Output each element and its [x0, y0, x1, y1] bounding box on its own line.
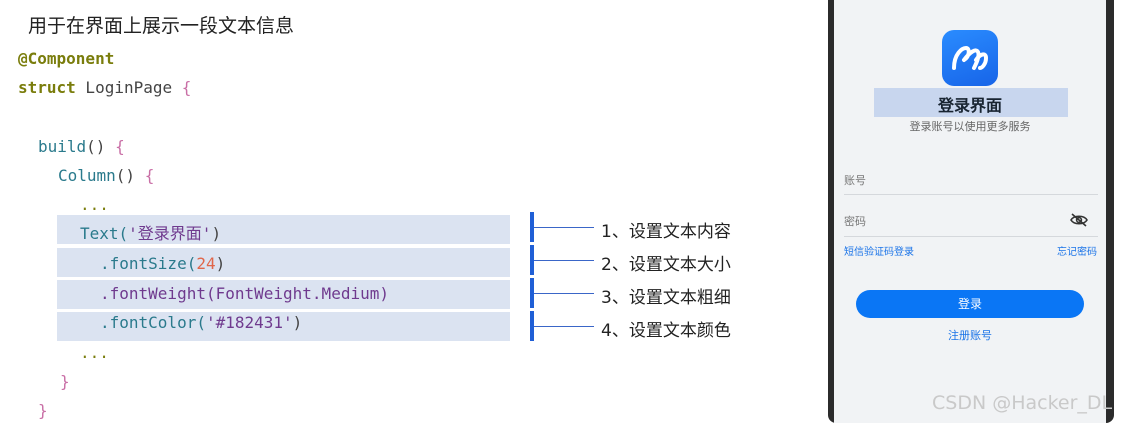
code-line-fontsize: .fontSize(24) — [100, 254, 226, 273]
register-link[interactable]: 注册账号 — [948, 329, 992, 342]
annotation-connector-2 — [534, 260, 594, 261]
code-line-fontweight: .fontWeight(FontWeight.Medium) — [100, 284, 389, 303]
annotation-connector-1 — [534, 227, 594, 228]
annotation-text-color: 4、设置文本颜色 — [601, 321, 731, 341]
hide-password-icon[interactable] — [1070, 212, 1088, 231]
code-line-decorator: @Component — [18, 49, 115, 68]
annotation-text-content: 1、设置文本内容 — [601, 222, 731, 242]
password-field[interactable]: 密码 — [844, 215, 866, 228]
code-line-text: Text('登录界面') — [80, 224, 222, 243]
highlight-text-line — [57, 215, 510, 244]
highlight-fontweight-line — [57, 280, 510, 309]
login-button[interactable]: 登录 — [856, 290, 1084, 318]
code-line-close-column: } — [60, 372, 70, 391]
annotation-text-size: 2、设置文本大小 — [601, 255, 731, 275]
login-subtitle: 登录账号以使用更多服务 — [909, 120, 1031, 133]
sms-login-link[interactable]: 短信验证码登录 — [844, 247, 914, 258]
account-field[interactable]: 账号 — [844, 174, 866, 187]
annotation-bar-2 — [530, 245, 534, 275]
password-field-underline — [844, 236, 1098, 237]
code-line-dots-top: ... — [80, 195, 109, 214]
watermark: CSDN @Hacker_DL — [932, 392, 1113, 414]
phone-screen: 登录界面 登录账号以使用更多服务 账号 密码 短信验证码登录 忘记密码 登录 注… — [834, 0, 1106, 423]
annotation-connector-3 — [534, 293, 594, 294]
code-line-fontcolor: .fontColor('#182431') — [100, 313, 303, 332]
highlight-fontsize-line — [57, 248, 510, 277]
code-line-column: Column() { — [58, 166, 155, 185]
annotation-text-weight: 3、设置文本粗细 — [601, 288, 731, 308]
title-highlight — [874, 88, 1068, 117]
phone-frame: 登录界面 登录账号以使用更多服务 账号 密码 短信验证码登录 忘记密码 登录 注… — [828, 0, 1114, 423]
account-field-underline — [844, 194, 1098, 195]
annotation-bar-4 — [530, 311, 534, 341]
slide-title: 用于在界面上展示一段文本信息 — [28, 15, 295, 37]
login-title: 登录界面 — [937, 96, 1002, 115]
highlight-fontcolor-line — [57, 312, 510, 341]
code-line-dots-bottom: ... — [80, 343, 109, 362]
annotation-connector-4 — [534, 326, 594, 327]
code-line-build: build() { — [38, 137, 125, 156]
code-line-close-build: } — [38, 401, 48, 420]
annotation-bar-3 — [530, 278, 534, 308]
annotation-bar-1 — [530, 212, 534, 242]
code-line-struct: struct LoginPage { — [18, 78, 192, 97]
app-logo-icon — [942, 30, 998, 86]
forgot-password-link[interactable]: 忘记密码 — [1057, 247, 1097, 258]
